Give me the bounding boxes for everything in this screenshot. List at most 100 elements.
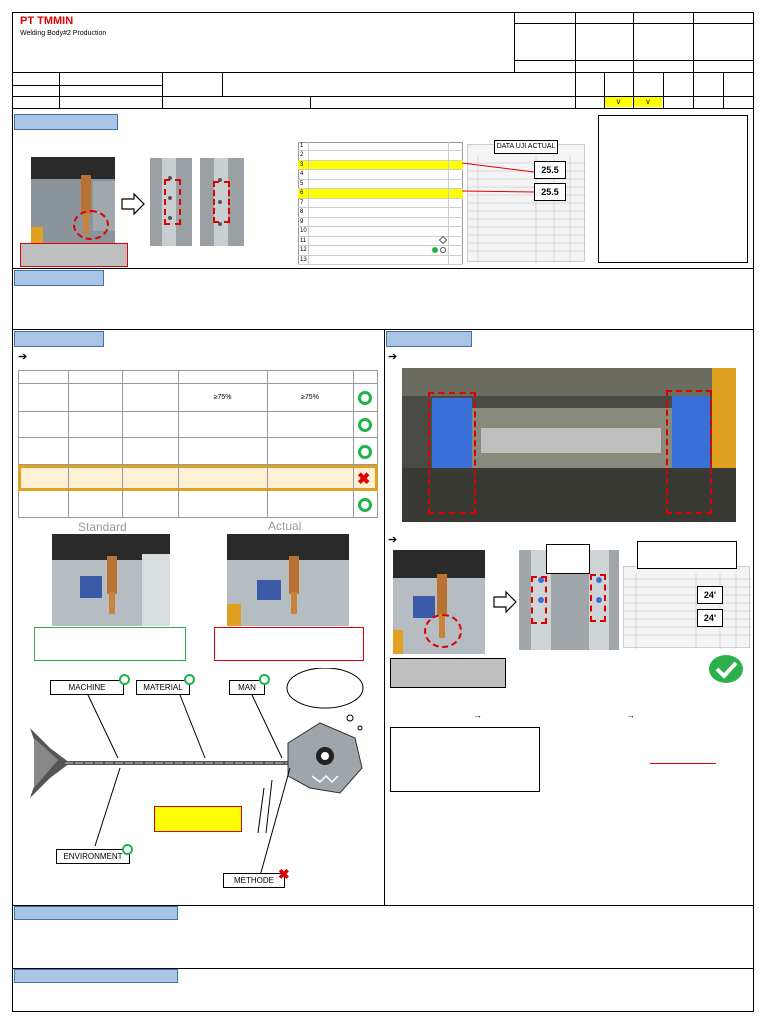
countermeasure-notes-box [390,727,540,792]
checklist-row-number: 3 [300,161,304,168]
ng-icon-methode: ✖ [278,866,290,882]
problem-photo-panel-2 [200,158,244,246]
page-frame [12,12,754,1012]
test-value-1: 25.5 [534,161,566,179]
highlight-panel-right [590,574,606,622]
checklist-row: 12 [298,246,463,256]
ok-icon-environment [122,844,133,855]
countermeasure-arrow-icon: ➔ [388,351,398,363]
arrow-small-1: → [473,710,482,720]
analysis-cell-actual [267,412,353,439]
checklist-row: 11 [298,236,463,247]
checklist-row-number: 10 [300,228,307,235]
checklist-row-number: 5 [300,180,304,187]
checklist-row: 4 [298,170,463,180]
checklist-row-number: 13 [300,256,307,263]
highlight-fixture-left [428,392,476,514]
section-tab-result [14,906,178,920]
callout-arrows [461,162,535,193]
fishbone-environment: ENVIRONMENT [56,849,130,864]
section-tab-description [14,270,104,286]
red-underline [650,763,716,764]
standard-label: Standard [78,520,127,534]
countermeasure-arrow-icon-2: ➔ [388,534,398,546]
cm-value-2: 24' [697,609,723,627]
checklist-row-number: 7 [300,199,304,206]
actual-caption-box [214,627,364,661]
checklist-row: 5 [298,179,463,190]
countermeasure-caption-box [390,658,506,688]
section-tab-problem [14,114,118,130]
analysis-table-row [18,385,378,412]
department-name: Welding Body#2 Production [20,30,107,37]
fishbone-methode: METHODE [223,873,285,888]
highlight-fixture-right [666,390,712,514]
ok-icon-machine [119,674,130,685]
right-arrow-icon-2 [492,590,518,616]
company-name: PT TMMIN [20,15,74,27]
checklist-row-number: 12 [300,247,307,254]
analysis-cell-actual [267,438,353,465]
fishbone-machine: MACHINE [50,680,124,695]
ng-icon: ✖ [357,471,371,489]
test-value-2: 25.5 [534,183,566,201]
analysis-cell-actual [267,491,353,518]
highlight-box-panel-1 [164,179,181,225]
fishbone-material: MATERIAL [136,680,190,695]
analysis-table-row [18,438,378,465]
problem-notes-box [598,115,748,263]
check-cell-1: v [605,97,632,107]
checklist-row: 6 [298,189,463,199]
analysis-cell-standard [178,465,267,492]
ok-check-icon [708,654,744,686]
green-dot-icon [432,247,438,253]
standard-caption-box [34,627,186,661]
checklist-row: 2 [298,151,463,161]
ok-icon [358,497,372,512]
analysis-table-row [18,464,378,492]
test-data-label: DATA UJI ACTUAL [494,140,558,154]
highlight-panel-left [531,576,547,624]
checklist-row-number: 6 [300,190,304,197]
fishbone-diagram [30,668,364,877]
section-tab-countermeasure [386,331,472,347]
analysis-table-row [18,412,378,439]
checklist-row: 1 [298,142,463,152]
checklist-row: 8 [298,208,463,218]
cm-value-1: 24' [697,586,723,604]
ok-icon [358,417,372,432]
highlight-box-panel-2 [213,181,230,223]
analysis-cell-standard [178,438,267,465]
actual-photo [227,534,349,626]
ok-icon-material [184,674,195,685]
checklist-row-number: 8 [300,209,304,216]
highlight-circle-tip [424,614,462,648]
analysis-cell-standard [178,491,267,518]
checklist-row: 13 [298,255,463,265]
fixture-caption-box [481,428,661,453]
checklist-row-number: 9 [300,218,304,225]
circle-icon [440,247,446,253]
checklist-row-number: 4 [300,171,304,178]
countermeasure-photo-gun [393,550,485,654]
checklist-row-number: 2 [300,152,304,159]
actual-label: Actual [268,519,302,533]
analysis-cell-standard [178,412,267,439]
section-tab-analysis [14,331,104,347]
arrow-small-2: → [626,710,635,720]
checklist-row-number: 11 [300,237,307,244]
check-cell-2: v [634,97,662,107]
analysis-cell-actual: ≥75% [301,394,319,401]
root-cause-box [154,806,242,832]
highlight-circle-gun-tip [73,210,109,240]
analysis-table-row [18,491,378,518]
checklist-row: 7 [298,198,463,209]
analysis-cell-standard: ≥75% [213,394,232,401]
checklist-row-number: 1 [300,143,304,149]
analysis-arrow-icon: ➔ [18,351,28,363]
problem-caption-box [20,243,128,267]
analysis-cell-actual [267,465,353,492]
panel-callout [546,544,590,574]
data-callout-box [637,541,737,569]
checklist-row: 10 [298,227,463,237]
